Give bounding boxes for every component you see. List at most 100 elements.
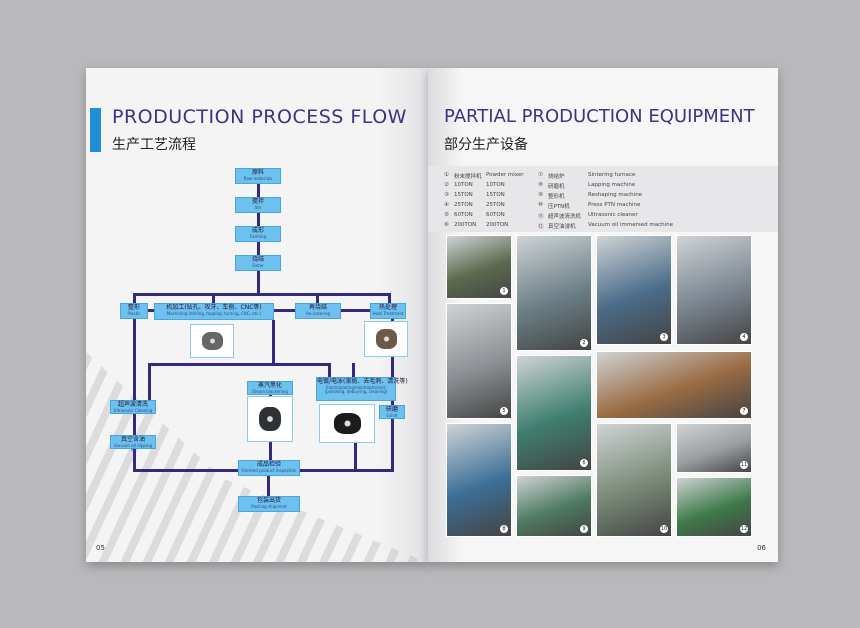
page-number: 05 (96, 544, 105, 552)
right-page: PARTIAL PRODUCTION EQUIPMENT 部分生产设备 ① 粉末搅… (428, 68, 778, 562)
flow-connector (212, 293, 215, 303)
equipment-photo: 5 (446, 303, 512, 419)
step-en-label: Vacuum oil dipping oil (113, 442, 153, 452)
photo-number-badge: 5 (500, 407, 508, 415)
equipment-number: ① (444, 172, 449, 178)
equipment-number: ② (444, 182, 449, 188)
equipment-photo: 9 (516, 475, 592, 537)
equipment-name-cn: 10TON (454, 182, 473, 188)
equipment-name-cn: 真空油浸机 (548, 224, 576, 230)
equipment-name-cn: 200TON (454, 222, 477, 228)
step-en-label: Re-sintering (305, 310, 331, 316)
equipment-name-en: Vacuum oil immersed machine (588, 222, 673, 228)
flow-connector (133, 293, 390, 296)
step-en-label: Ultrasonic Cleaning (113, 407, 153, 413)
title-accent-bar (90, 108, 101, 152)
page-subtitle: 部分生产设备 (444, 137, 528, 153)
flow-connector (300, 469, 391, 472)
photo-number-badge: 11 (740, 461, 748, 469)
flow-connector (257, 184, 260, 197)
step-cn-label: 成形 (251, 227, 264, 234)
part-photo (364, 321, 408, 357)
equipment-name-cn: 整形机 (548, 194, 565, 200)
photo-number-badge: 7 (740, 407, 748, 415)
step-cn-label: 烧结 (251, 256, 264, 263)
equipment-name-en: 10TON (486, 182, 505, 188)
part-photo (319, 404, 375, 443)
equipment-name-cn: 研磨机 (548, 184, 565, 190)
equipment-number: ⑫ (538, 224, 544, 230)
step-cn-label: 搅拌 (251, 198, 264, 205)
equipment-number: ④ (444, 202, 449, 208)
step-en-label: Forming (249, 233, 267, 239)
equipment-photo: 7 (596, 351, 752, 419)
page-title: PARTIAL PRODUCTION EQUIPMENT (444, 106, 755, 127)
photo-number-badge: 1 (500, 287, 508, 295)
step-cn-label: 成品检验 (256, 461, 281, 468)
flow-connector (148, 363, 328, 366)
equipment-name-en: 200TON (486, 222, 509, 228)
step-en-label: Heat Treatment (372, 310, 404, 316)
flow-connector (257, 242, 260, 255)
step-en-label: Sinter (252, 262, 264, 268)
step-en-label: Steam blackening (252, 388, 288, 394)
step-cn-label: 超声波清洗 (117, 401, 148, 408)
equipment-name-cn: 压PTN机 (548, 204, 570, 210)
equipment-name-en: Ultrasonic cleaner (588, 212, 638, 218)
equipment-number: ⑥ (444, 222, 449, 228)
equipment-name-en: Powder mixer (486, 172, 524, 178)
step-cn-label: 原料 (251, 169, 264, 176)
flow-connector (354, 443, 357, 471)
step-cn-label: 蒸汽黑化 (257, 382, 282, 389)
flow-connector (391, 319, 394, 405)
photo-number-badge: 8 (500, 525, 508, 533)
equipment-photo: 4 (676, 235, 752, 345)
step-cn-label: 研磨 (385, 406, 398, 413)
step-cn-label: 电镀/电泳(滚抛、去毛刺、清洗等) (317, 378, 408, 385)
equipment-name-cn: 粉末搅拌机 (454, 174, 482, 180)
equipment-photo: 10 (596, 423, 672, 537)
flow-connector (388, 293, 391, 303)
page-subtitle: 生产工艺流程 (112, 137, 196, 153)
equipment-photo: 3 (596, 235, 672, 345)
equipment-name-cn: 烧结炉 (548, 174, 565, 180)
equipment-name-en: Reshaping machine (588, 192, 643, 198)
equipment-name-en: 60TON (486, 212, 505, 218)
equipment-photo: 11 (676, 423, 752, 473)
equipment-number: ⑪ (538, 214, 544, 220)
equipment-number: ⑦ (538, 172, 543, 178)
photo-number-badge: 4 (740, 333, 748, 341)
flow-connector (133, 293, 136, 303)
part-shape (333, 413, 361, 434)
equipment-number: ⑤ (444, 212, 449, 218)
step-en-label: Plastic (127, 310, 141, 316)
equipment-name-cn: 60TON (454, 212, 473, 218)
step-cn-label: 包装出货 (256, 497, 281, 504)
flow-connector (341, 309, 370, 312)
step-cn-label: 机加工(钻孔、攻牙、车削、CNC等) (166, 304, 262, 311)
flow-step: 机加工(钻孔、攻牙、车削、CNC等)Machining (drilling, t… (154, 303, 274, 320)
equipment-photo: 1 (446, 235, 512, 299)
part-photo (247, 396, 293, 442)
equipment-name-cn: 25TON (454, 202, 473, 208)
step-en-label: Electroplating/electrophoresis (polishin… (324, 384, 388, 394)
step-en-label: Stir (254, 204, 262, 210)
equipment-name-cn: 15TON (454, 192, 473, 198)
flow-connector (272, 320, 275, 363)
flow-connector (391, 419, 394, 472)
photo-number-badge: 12 (740, 525, 748, 533)
equipment-photo: 12 (676, 477, 752, 537)
flow-connector (148, 309, 154, 312)
flow-connector (328, 363, 331, 381)
equipment-number: ③ (444, 192, 449, 198)
photo-number-badge: 9 (580, 525, 588, 533)
